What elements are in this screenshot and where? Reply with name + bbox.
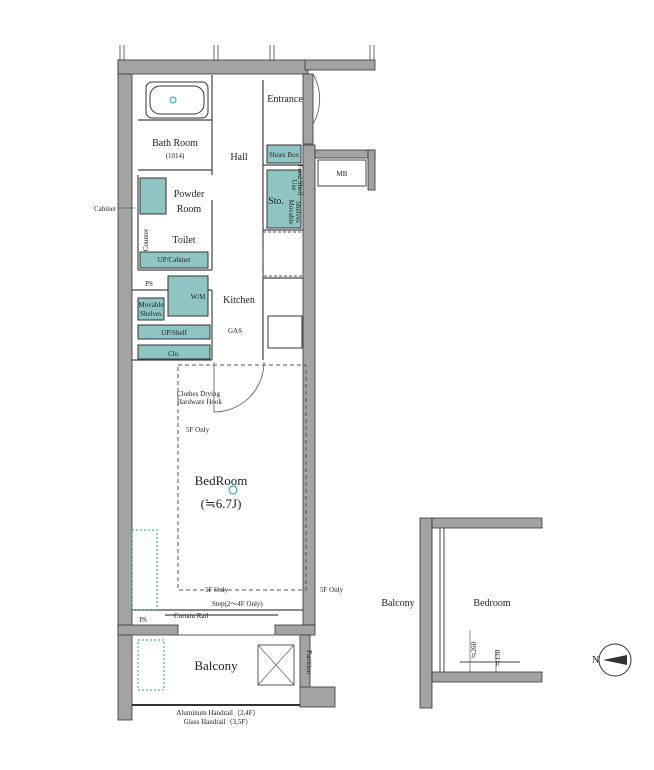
five-f-only-label-1: 5F Only: [186, 426, 210, 434]
entrance-door-swing: [312, 73, 321, 125]
cabinet-label: Cabinet: [94, 205, 116, 213]
ps-top-label: PS: [145, 280, 153, 288]
handrail-label-1: Aluminum Handrail（2,4F）: [176, 709, 259, 717]
clothes-drying-label-2: Hardware Hook: [177, 398, 222, 406]
powder-room-label-2: Room: [177, 204, 202, 215]
stove: [267, 315, 303, 349]
section-balcony-label: Balcony: [381, 598, 414, 609]
up-shelf: [137, 324, 211, 340]
movable-side-label-1: Movable: [287, 200, 295, 225]
up-cabinet: [139, 251, 209, 269]
clo-label: Clo.: [168, 350, 180, 358]
storage: [266, 169, 302, 229]
dim-260-label: ≒260: [470, 641, 478, 658]
wm-label: W/M: [191, 293, 207, 301]
five-f-only-label-3: 5F Only: [320, 586, 344, 594]
gas-label: GAS: [228, 327, 242, 335]
clothes-drying-label-1: Clothes Drying: [177, 390, 220, 398]
fridge-space: [262, 231, 304, 277]
bedroom-door: [213, 361, 265, 413]
outdoor-unit: [137, 639, 165, 691]
shoes-box-label: Shoes Box: [269, 151, 300, 159]
entrance-label: Entrance: [267, 94, 303, 105]
toilet-label: Toilet: [172, 235, 195, 246]
balcony-hatch: [257, 644, 295, 686]
movable-shelves-label-1: Movable: [139, 301, 164, 309]
use-shelf-label-2: Food Shelf: [296, 165, 304, 197]
sto-label: Sto.: [268, 196, 284, 207]
washing-machine: [167, 275, 209, 317]
bath-size-label: (1014): [166, 152, 185, 160]
dim-130-label: ≒130: [494, 649, 502, 666]
bathtub: [145, 81, 209, 119]
interior-walls: [132, 75, 303, 616]
hatch-diagonal-2: [257, 644, 295, 686]
compass-icon: [598, 643, 632, 677]
bedroom-area-label: (≒6.7J): [201, 496, 242, 511]
compass-north-label: N: [592, 655, 599, 666]
partition-label: Partition: [305, 650, 313, 675]
mb-label: MB: [337, 170, 348, 178]
powder-room-label-1: Powder: [174, 189, 205, 200]
handrail-label-2: Glass Handrail（3,5F）: [184, 718, 252, 726]
hall-label: Hall: [230, 152, 247, 163]
washbasin: [139, 177, 167, 215]
five-f-only-label-2: 5F Only: [205, 586, 229, 594]
up-shelf-label: UP/Shelf: [161, 329, 187, 337]
bath-room-label: Bath Room: [152, 138, 198, 149]
dimension-ticks: [119, 45, 375, 60]
ps-bottom-label: PS: [139, 616, 147, 624]
step-label: Step(2～4F Only): [212, 600, 263, 608]
bedroom-label: BedRoom: [195, 473, 248, 488]
shoes-box: [266, 144, 302, 164]
movable-shelves: [137, 297, 165, 321]
use-shelf-label-1: Use: [290, 180, 298, 191]
mb-box: [317, 159, 367, 187]
ceiling-light-icon: [228, 485, 238, 495]
section-drawing: [419, 517, 543, 709]
balcony-label: Balcony: [194, 658, 238, 673]
walls: [117, 59, 376, 721]
section-bedroom-label: Bedroom: [473, 598, 510, 609]
movable-shelves-label-2: Shelves: [140, 310, 162, 318]
counter-label: Counter: [142, 228, 150, 251]
closet: [137, 344, 211, 360]
heater-area: [131, 529, 158, 611]
kitchen-label: Kitchen: [223, 295, 255, 306]
curtain-rail-label: Curtain Rail: [174, 612, 208, 620]
movable-side-label-2: Shelves: [294, 201, 302, 223]
up-cabinet-label: UP/Cabinet: [158, 256, 191, 264]
bedroom-5f-outline: [177, 364, 307, 591]
